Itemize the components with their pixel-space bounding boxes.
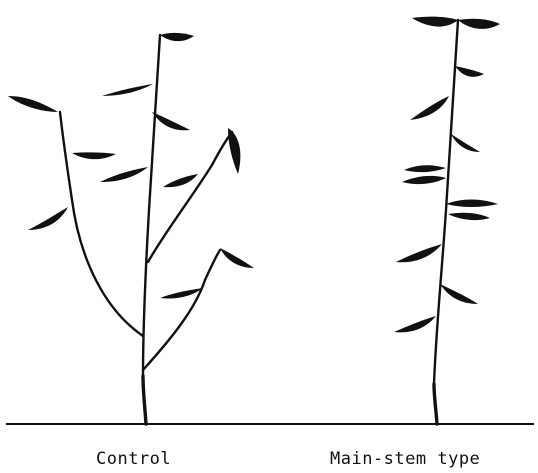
control-leaf-lower-right: [220, 248, 254, 268]
control-leaf-branch-tip: [228, 128, 240, 174]
control-right-upper-branch: [148, 132, 232, 262]
main-leaf-mid-left-2: [402, 176, 446, 184]
main-leaf-bottom-left: [394, 316, 436, 332]
control-leaf-top-left: [8, 96, 58, 112]
main-stem-type-label: Main-stem type: [330, 449, 480, 469]
main-stem-base: [434, 384, 437, 424]
control-stem-base: [143, 376, 146, 424]
main-leaf-upper-right: [455, 66, 484, 77]
control-right-lower-branch: [143, 250, 220, 370]
main-stem-plant: [394, 17, 500, 424]
main-leaf-top-right: [458, 19, 500, 29]
control-leaf-mid: [100, 167, 148, 182]
main-leaf-upper-left: [410, 96, 449, 120]
control-leaf-mid-left: [72, 152, 116, 159]
control-leaf-upper-left: [102, 84, 153, 96]
control-leaf-mid-right: [163, 174, 198, 187]
control-leaf-top: [160, 33, 194, 41]
control-left-branch: [60, 112, 143, 336]
main-leaf-mid-left-1: [404, 165, 446, 172]
control-leaf-upper-right: [152, 112, 190, 130]
main-leaf-mid-right-1: [446, 200, 498, 208]
control-leaf-lower-left: [28, 207, 68, 230]
control-plant: [8, 33, 254, 424]
main-leaf-lower-right: [440, 284, 478, 304]
main-leaf-lower-left: [396, 244, 442, 262]
main-leaf-mid-right: [451, 134, 480, 152]
main-leaf-top-left: [412, 17, 458, 27]
main-leaf-mid-right-2: [448, 213, 490, 220]
control-label: Control: [96, 449, 171, 469]
